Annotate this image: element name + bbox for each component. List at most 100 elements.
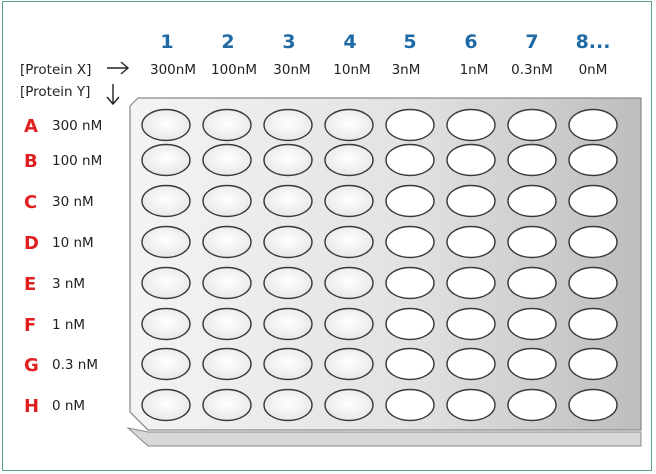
- well-d8: [569, 227, 617, 258]
- well-g2: [203, 349, 251, 380]
- well-e5: [386, 268, 434, 299]
- well-f6: [447, 309, 495, 340]
- well-c4: [325, 186, 373, 217]
- well-d7: [508, 227, 556, 258]
- well-e8: [569, 268, 617, 299]
- well-a7: [508, 110, 556, 141]
- column-concentration-7: 0.3nM: [511, 62, 553, 78]
- column-number-3: 3: [282, 31, 295, 53]
- column-concentration-3: 30nM: [273, 62, 310, 78]
- well-d5: [386, 227, 434, 258]
- column-concentration-2: 100nM: [211, 62, 257, 78]
- row-concentration-h: 0 nM: [52, 398, 85, 414]
- row-letter-b: B: [24, 151, 38, 172]
- column-concentration-1: 300nM: [150, 62, 196, 78]
- well-h5: [386, 390, 434, 421]
- well-e4: [325, 268, 373, 299]
- well-h3: [264, 390, 312, 421]
- well-g5: [386, 349, 434, 380]
- row-concentration-b: 100 nM: [52, 153, 102, 169]
- well-b5: [386, 145, 434, 176]
- row-concentration-g: 0.3 nM: [52, 357, 98, 373]
- down-arrow-icon: [107, 84, 119, 104]
- well-h6: [447, 390, 495, 421]
- well-a3: [264, 110, 312, 141]
- well-c6: [447, 186, 495, 217]
- column-number-6: 6: [464, 31, 477, 53]
- row-concentration-a: 300 nM: [52, 118, 102, 134]
- well-g6: [447, 349, 495, 380]
- well-f3: [264, 309, 312, 340]
- row-letter-g: G: [24, 355, 39, 376]
- well-h2: [203, 390, 251, 421]
- well-a1: [142, 110, 190, 141]
- well-f2: [203, 309, 251, 340]
- well-h7: [508, 390, 556, 421]
- well-f1: [142, 309, 190, 340]
- column-number-7: 7: [525, 31, 538, 53]
- well-e6: [447, 268, 495, 299]
- well-c5: [386, 186, 434, 217]
- column-concentration-4: 10nM: [333, 62, 370, 78]
- well-c8: [569, 186, 617, 217]
- column-concentration-5: 3nM: [392, 62, 421, 78]
- row-letter-d: D: [24, 233, 39, 254]
- well-f5: [386, 309, 434, 340]
- row-headers: A 300 nM B 100 nM C 30 nM D 10 nM E 3 nM F 1 nM G 0.3…: [24, 116, 102, 417]
- well-h1: [142, 390, 190, 421]
- well-e1: [142, 268, 190, 299]
- well-d4: [325, 227, 373, 258]
- column-number-2: 2: [221, 31, 234, 53]
- well-b7: [508, 145, 556, 176]
- well-g3: [264, 349, 312, 380]
- well-f8: [569, 309, 617, 340]
- well-b6: [447, 145, 495, 176]
- row-letter-a: A: [24, 116, 38, 137]
- well-c7: [508, 186, 556, 217]
- well-e7: [508, 268, 556, 299]
- column-number-8: 8...: [576, 31, 611, 53]
- well-e2: [203, 268, 251, 299]
- row-concentration-e: 3 nM: [52, 276, 85, 292]
- row-concentration-f: 1 nM: [52, 317, 85, 333]
- column-number-5: 5: [403, 31, 416, 53]
- row-letter-c: C: [24, 192, 37, 213]
- column-headers: 1 300nM 2 100nM 3 30nM 4 10nM 5 3nM 6 1nM 7 0.3nM 8...…: [150, 31, 610, 78]
- well-g4: [325, 349, 373, 380]
- row-letter-f: F: [24, 315, 36, 336]
- well-g1: [142, 349, 190, 380]
- column-number-1: 1: [160, 31, 173, 53]
- row-letter-h: H: [24, 396, 39, 417]
- well-a4: [325, 110, 373, 141]
- well-g8: [569, 349, 617, 380]
- column-concentration-8: 0nM: [579, 62, 608, 78]
- well-b3: [264, 145, 312, 176]
- well-c2: [203, 186, 251, 217]
- well-d3: [264, 227, 312, 258]
- well-e3: [264, 268, 312, 299]
- well-b4: [325, 145, 373, 176]
- well-d6: [447, 227, 495, 258]
- well-a2: [203, 110, 251, 141]
- well-b2: [203, 145, 251, 176]
- well-f4: [325, 309, 373, 340]
- column-number-4: 4: [343, 31, 356, 53]
- well-f7: [508, 309, 556, 340]
- plate-base: [128, 428, 641, 446]
- well-b8: [569, 145, 617, 176]
- well-a6: [447, 110, 495, 141]
- well-a8: [569, 110, 617, 141]
- column-concentration-6: 1nM: [460, 62, 489, 78]
- row-concentration-c: 30 nM: [52, 194, 94, 210]
- well-c3: [264, 186, 312, 217]
- row-letter-e: E: [24, 274, 36, 295]
- plate-body: [130, 98, 641, 430]
- protein-y-label: [Protein Y]: [20, 84, 90, 100]
- well-d1: [142, 227, 190, 258]
- row-concentration-d: 10 nM: [52, 235, 94, 251]
- well-a5: [386, 110, 434, 141]
- well-h8: [569, 390, 617, 421]
- protein-x-label: [Protein X]: [20, 62, 91, 78]
- right-arrow-icon: [107, 62, 128, 74]
